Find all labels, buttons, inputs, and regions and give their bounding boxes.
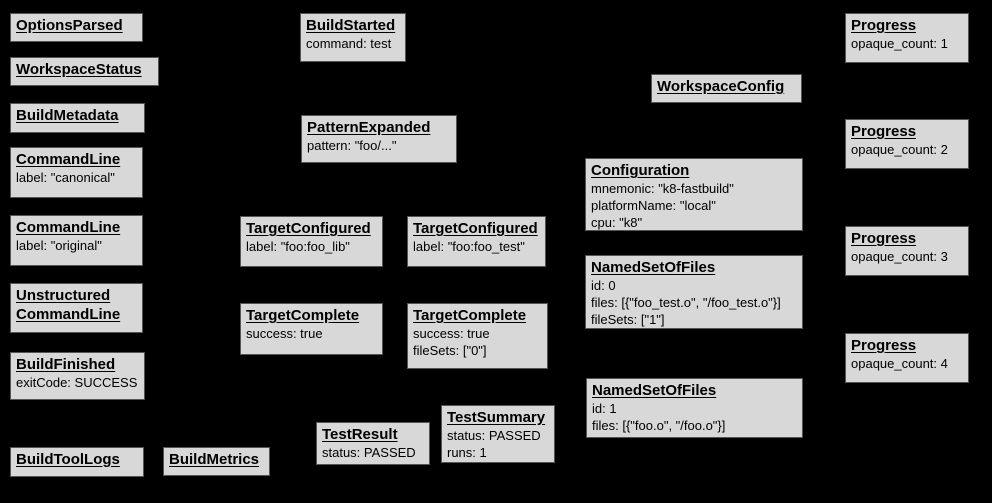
node-attr: status: PASSED [447, 428, 541, 443]
node-title: TargetComplete [246, 307, 360, 324]
node-workspace-status: WorkspaceStatus [10, 57, 159, 86]
node-attr: success: true [413, 326, 490, 341]
node-target-configured-foo-lib: TargetConfigured label: "foo:foo_lib" [240, 216, 383, 267]
node-build-metrics: BuildMetrics [163, 447, 270, 476]
node-title: CommandLine [16, 151, 121, 168]
node-title: Configuration [591, 162, 690, 179]
node-attr: command: test [306, 36, 392, 51]
node-pattern-expanded: PatternExpanded pattern: "foo/..." [301, 115, 457, 163]
node-attr: label: "original" [16, 238, 102, 253]
node-attr: success: true [246, 326, 323, 341]
node-named-set-of-files-1: NamedSetOfFiles id: 1 files: [{"foo.o", "/… [586, 378, 803, 438]
node-title: CommandLine [16, 219, 121, 236]
node-progress-2: Progress opaque_count: 2 [845, 119, 969, 169]
node-progress-4: Progress opaque_count: 4 [845, 333, 969, 383]
node-attr: status: PASSED [322, 445, 416, 460]
node-title: Progress [851, 230, 917, 247]
node-title: TargetConfigured [246, 220, 371, 237]
node-attr: fileSets: ["1"] [591, 312, 665, 327]
node-test-summary: TestSummary status: PASSED runs: 1 [441, 405, 555, 463]
node-title: Progress [851, 17, 917, 34]
node-title: BuildMetrics [169, 451, 260, 468]
node-title: OptionsParsed [16, 17, 123, 34]
node-attr: platformName: "local" [591, 198, 716, 213]
node-attr: id: 0 [591, 278, 616, 293]
node-attr: label: "canonical" [16, 170, 115, 185]
node-target-configured-foo-test: TargetConfigured label: "foo:foo_test" [407, 216, 546, 267]
node-test-result: TestResult status: PASSED [316, 422, 430, 465]
node-attr: id: 1 [592, 401, 617, 416]
node-unstructured-command-line: Unstructured CommandLine [10, 283, 143, 333]
node-attr: exitCode: SUCCESS [16, 375, 138, 390]
node-attr: opaque_count: 4 [851, 356, 948, 371]
node-attr: opaque_count: 2 [851, 142, 948, 157]
node-workspace-config: WorkspaceConfig [651, 74, 802, 103]
node-named-set-of-files-0: NamedSetOfFiles id: 0 files: [{"foo_test.o… [585, 255, 803, 329]
node-progress-3: Progress opaque_count: 3 [845, 226, 969, 276]
node-title: Progress [851, 123, 917, 140]
node-progress-1: Progress opaque_count: 1 [845, 13, 969, 63]
node-title: BuildMetadata [16, 107, 119, 124]
node-title: WorkspaceStatus [16, 61, 142, 78]
node-target-complete-foo-test: TargetComplete success: true fileSets: ["0… [407, 303, 548, 369]
node-attr: files: [{"foo.o", "/foo.o"}] [592, 418, 726, 433]
node-command-line-original: CommandLine label: "original" [10, 215, 143, 266]
node-title: Unstructured CommandLine [16, 287, 121, 323]
node-attr: opaque_count: 1 [851, 36, 948, 51]
node-configuration: Configuration mnemonic: "k8-fastbuild" pla… [585, 158, 803, 231]
node-title: Progress [851, 337, 917, 354]
node-attr: mnemonic: "k8-fastbuild" [591, 181, 734, 196]
node-title: TargetConfigured [413, 220, 538, 237]
node-attr: pattern: "foo/..." [307, 138, 397, 153]
node-attr: cpu: "k8" [591, 215, 643, 230]
node-title: BuildStarted [306, 17, 396, 34]
node-build-tool-logs: BuildToolLogs [10, 447, 144, 477]
node-attr: opaque_count: 3 [851, 249, 948, 264]
node-title: PatternExpanded [307, 119, 431, 136]
node-title: NamedSetOfFiles [591, 259, 716, 276]
node-build-started: BuildStarted command: test [300, 13, 406, 62]
node-command-line-canonical: CommandLine label: "canonical" [10, 147, 143, 198]
node-title: TestSummary [447, 409, 546, 426]
node-attr: fileSets: ["0"] [413, 343, 487, 358]
node-target-complete-foo-lib: TargetComplete success: true [240, 303, 383, 355]
node-build-metadata: BuildMetadata [10, 103, 145, 133]
node-build-finished: BuildFinished exitCode: SUCCESS [10, 352, 145, 400]
node-title: BuildToolLogs [16, 451, 120, 468]
node-title: BuildFinished [16, 356, 116, 373]
node-attr: label: "foo:foo_test" [413, 239, 525, 254]
node-title: WorkspaceConfig [657, 78, 785, 95]
node-title: TargetComplete [413, 307, 527, 324]
node-attr: runs: 1 [447, 445, 487, 460]
node-title: TestResult [322, 426, 398, 443]
node-attr: label: "foo:foo_lib" [246, 239, 350, 254]
node-attr: files: [{"foo_test.o", "/foo_test.o"}] [591, 295, 781, 310]
node-title: NamedSetOfFiles [592, 382, 717, 399]
node-options-parsed: OptionsParsed [10, 13, 143, 42]
